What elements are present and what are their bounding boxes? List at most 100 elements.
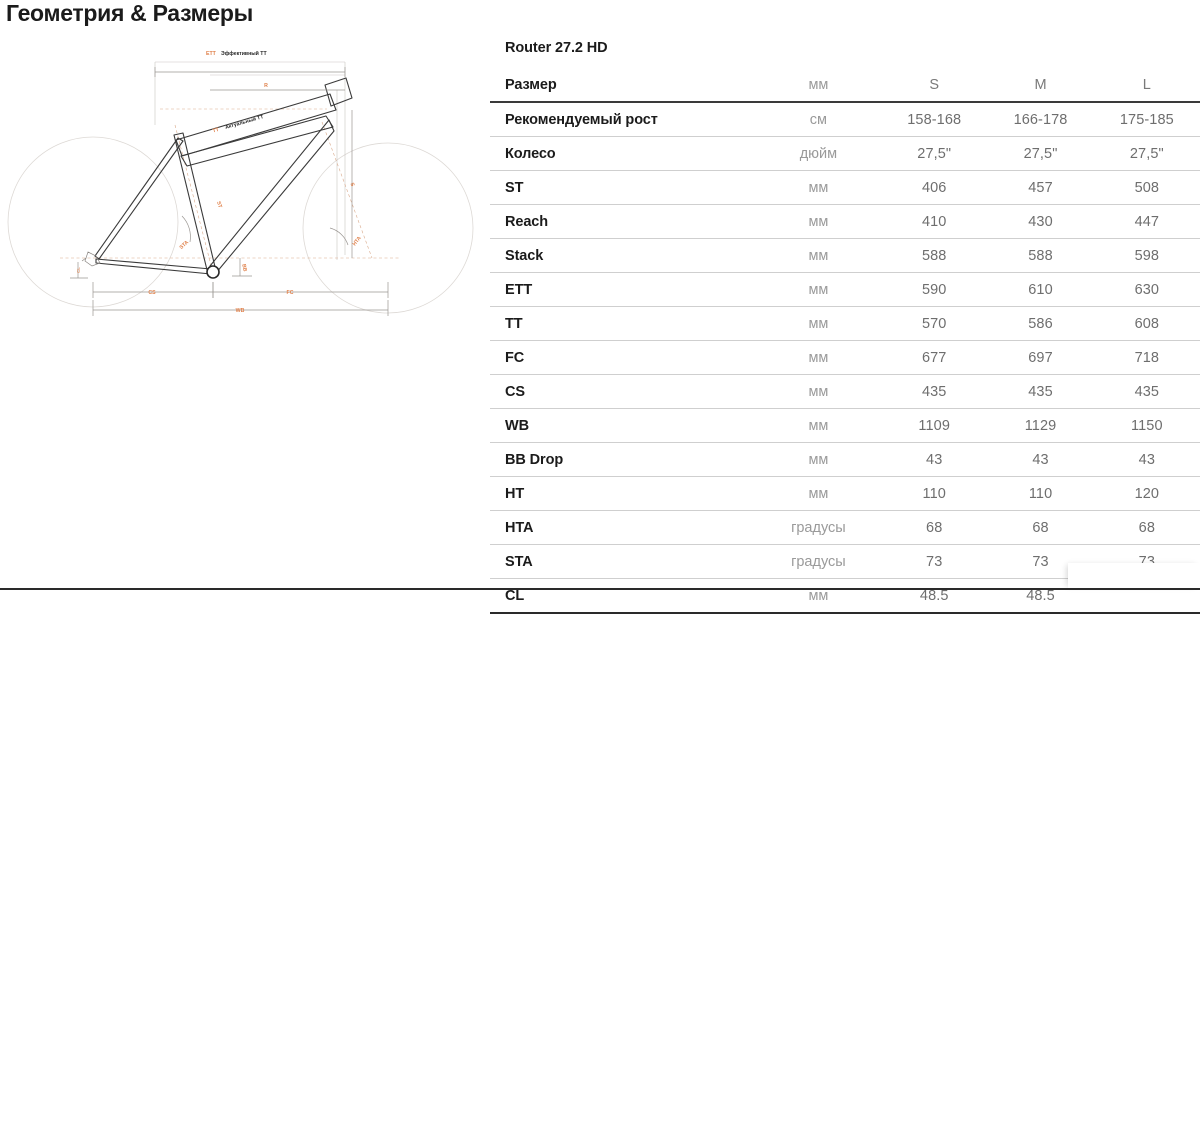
row-label: HTA [490, 510, 756, 545]
label-stack: S [349, 182, 356, 188]
row-value-m: 457 [987, 170, 1094, 205]
header-label: Размер [490, 68, 756, 103]
row-value-m: 586 [987, 306, 1094, 341]
hta-angle-arc [329, 227, 349, 246]
row-value-s: 410 [881, 204, 988, 239]
row-value-l: 73 [1093, 544, 1200, 579]
row-value-s: 435 [881, 374, 988, 409]
row-label: ETT [490, 272, 756, 307]
row-value-l: 718 [1093, 340, 1200, 375]
row-value-l: 435 [1093, 374, 1200, 409]
label-reach: R [264, 83, 268, 89]
diagram-labels: ETT Эффективный TT R TT Актуальный TT ST… [76, 50, 363, 314]
row-label: Stack [490, 238, 756, 273]
row-label: WB [490, 408, 756, 443]
row-label: STA [490, 544, 756, 579]
sta-angle-arc [181, 215, 191, 243]
header-size-l: L [1093, 68, 1200, 103]
row-value-l: 508 [1093, 170, 1200, 205]
row-value-l: 447 [1093, 204, 1200, 239]
row-value-l: 68 [1093, 510, 1200, 545]
row-value-m: 110 [987, 476, 1094, 511]
row-label: BB Drop [490, 442, 756, 477]
label-st: ST [215, 201, 223, 210]
row-unit: мм [755, 340, 882, 375]
row-label: CS [490, 374, 756, 409]
row-unit: мм [755, 170, 882, 205]
row-value-l: 175-185 [1093, 102, 1200, 137]
row-value-s: 73 [881, 544, 988, 579]
row-unit: см [755, 102, 882, 137]
row-value-m: 27,5" [987, 136, 1094, 171]
row-value-l [1093, 578, 1200, 614]
row-unit: мм [755, 476, 882, 511]
label-cl: CL [76, 267, 81, 273]
label-sta: STA [179, 240, 191, 251]
label-bb: BB [240, 264, 247, 273]
row-label: FC [490, 340, 756, 375]
row-value-l: 630 [1093, 272, 1200, 307]
row-unit: мм [755, 578, 882, 614]
row-value-m: 166-178 [987, 102, 1094, 137]
label-hta: HTA [352, 235, 363, 247]
row-value-m: 610 [987, 272, 1094, 307]
row-value-m: 43 [987, 442, 1094, 477]
header-size-s: S [881, 68, 988, 103]
row-unit: градусы [755, 544, 882, 579]
dimension-lines [70, 67, 389, 316]
row-value-l: 598 [1093, 238, 1200, 273]
row-value-s: 677 [881, 340, 988, 375]
row-value-l: 120 [1093, 476, 1200, 511]
row-unit: дюйм [755, 136, 882, 171]
label-ett-code: ETT [206, 51, 217, 57]
header-unit: мм [755, 68, 882, 103]
row-unit: мм [755, 374, 882, 409]
row-value-m: 435 [987, 374, 1094, 409]
frame-outline [94, 77, 353, 275]
row-value-l: 608 [1093, 306, 1200, 341]
table-header-row: Размер мм S M L [490, 68, 1200, 103]
label-wb: WB [236, 308, 245, 314]
page-title: Геометрия & Размеры [6, 0, 253, 26]
header-size-m: M [987, 68, 1094, 103]
label-tt-text: Актуальный TT [224, 113, 265, 131]
model-name: Router 27.2 HD [505, 40, 608, 56]
row-value-l: 43 [1093, 442, 1200, 477]
row-value-s: 588 [881, 238, 988, 273]
row-label: Рекомендуемый рост [490, 102, 756, 137]
row-unit: мм [755, 442, 882, 477]
row-value-m: 68 [987, 510, 1094, 545]
row-unit: мм [755, 272, 882, 307]
row-label: ST [490, 170, 756, 205]
row-value-s: 48.5 [881, 578, 988, 614]
row-unit: мм [755, 408, 882, 443]
row-label: Reach [490, 204, 756, 239]
row-value-s: 110 [881, 476, 988, 511]
row-value-s: 590 [881, 272, 988, 307]
label-fc: FC [287, 290, 294, 296]
row-value-m: 588 [987, 238, 1094, 273]
row-value-s: 43 [881, 442, 988, 477]
geometry-table-panel: Router 27.2 HD Размер мм S M L Рекоменду… [490, 30, 1200, 614]
label-tt-code: TT [212, 127, 221, 135]
row-value-l: 27,5" [1093, 136, 1200, 171]
row-value-m: 48.5 [987, 578, 1094, 614]
row-label: CL [490, 578, 756, 614]
row-value-m: 697 [987, 340, 1094, 375]
dashed-reference-lines [60, 108, 400, 274]
label-ett-text: Эффективный TT [221, 50, 267, 57]
